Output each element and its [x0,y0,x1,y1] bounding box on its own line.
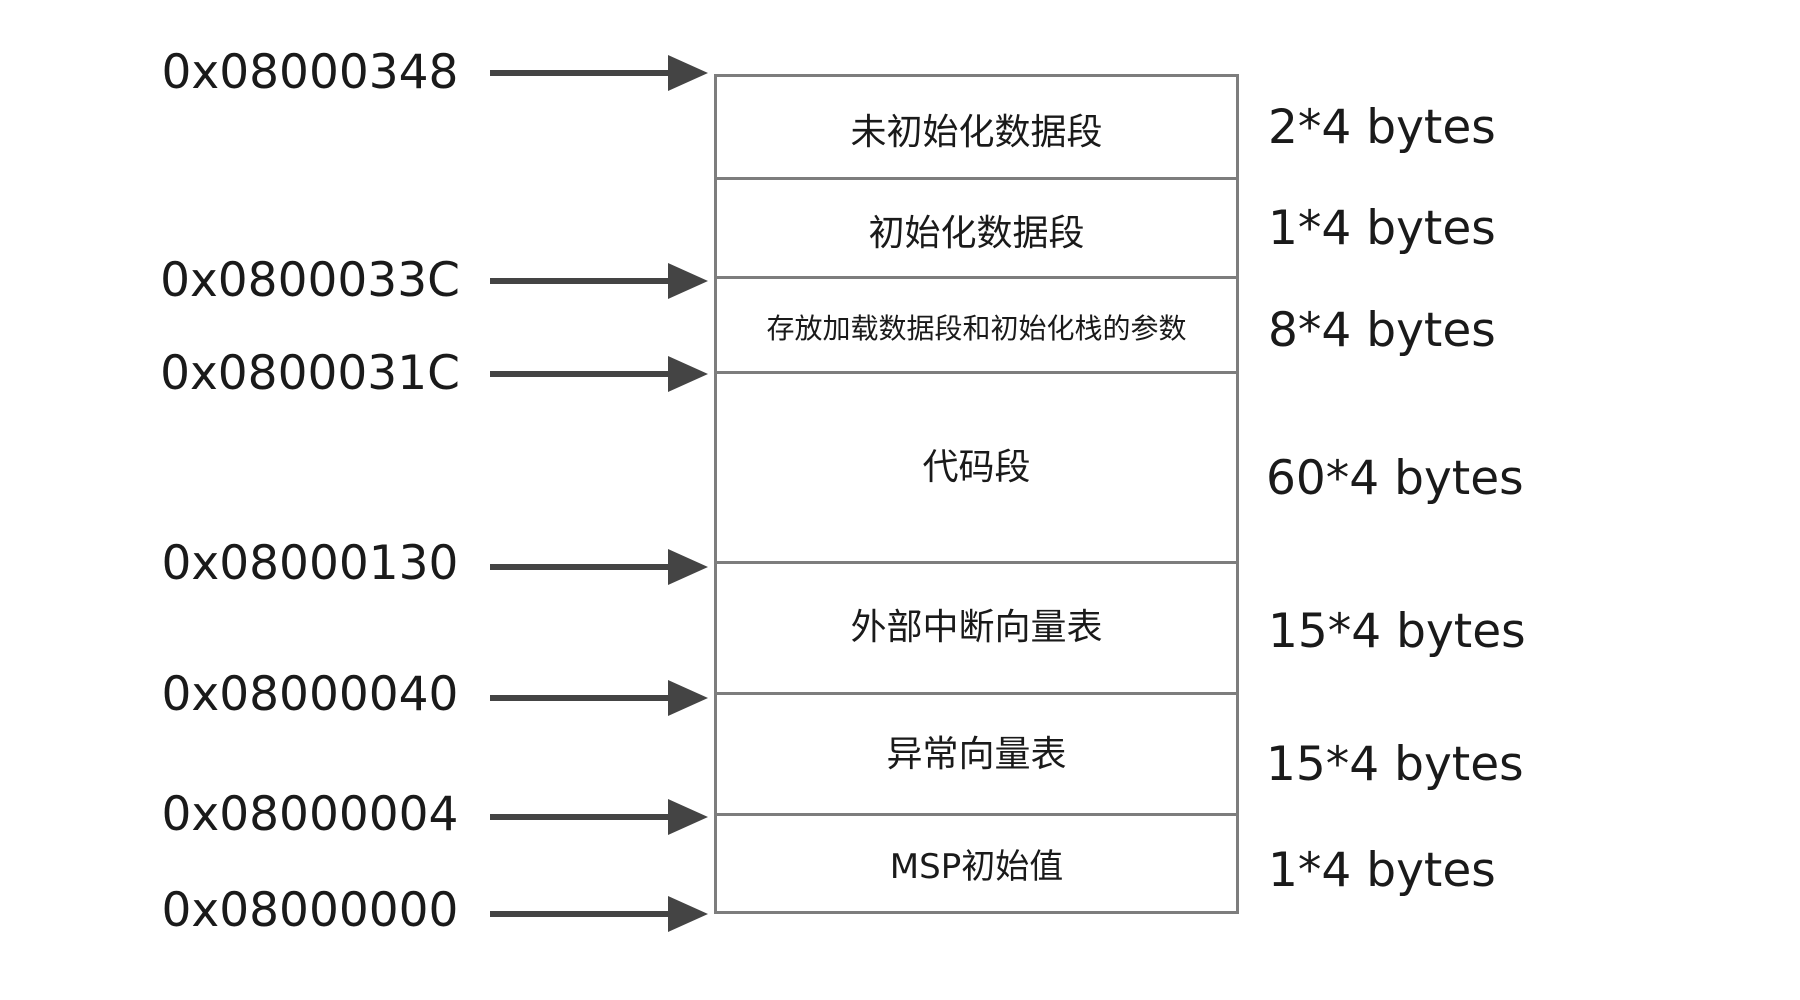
size-label: 2*4 bytes [1268,100,1496,155]
segment-code: 代码段 [717,371,1236,564]
size-label: 8*4 bytes [1268,303,1496,358]
size-label: 1*4 bytes [1268,843,1496,898]
segment-uninitialized-data: 未初始化数据段 [850,111,1103,153]
arrow-icon [490,799,708,835]
address-label-0x08000348: 0x08000348 [161,45,459,100]
segment-initialized-data: 初始化数据段 [717,177,1236,279]
size-label: 15*4 bytes [1266,737,1524,792]
size-label: 60*4 bytes [1266,451,1524,506]
memory-map-box: 未初始化数据段 初始化数据段 存放加载数据段和初始化栈的参数 代码段 外部中断向… [714,74,1239,914]
arrow-icon [490,896,708,932]
segment-exception-vectors: 异常向量表 [717,692,1236,816]
address-label-0x08000004: 0x08000004 [161,787,459,842]
arrow-icon [490,55,708,91]
arrow-icon [490,680,708,716]
size-label: 15*4 bytes [1268,604,1526,659]
arrow-icon [490,263,708,299]
address-label-0x08000000: 0x08000000 [161,883,459,938]
arrow-icon [490,356,708,392]
segment-msp-initial-value: MSP初始值 [717,813,1236,911]
address-label-0x08000040: 0x08000040 [161,667,459,722]
size-label: 1*4 bytes [1268,201,1496,256]
address-label-0x0800031C: 0x0800031C [160,346,460,401]
address-label-0x0800033C: 0x0800033C [160,253,460,308]
address-label-0x08000130: 0x08000130 [161,536,459,591]
arrow-icon [490,549,708,585]
segment-load-params: 存放加载数据段和初始化栈的参数 [717,276,1236,374]
segment-external-interrupt-vectors: 外部中断向量表 [717,561,1236,695]
